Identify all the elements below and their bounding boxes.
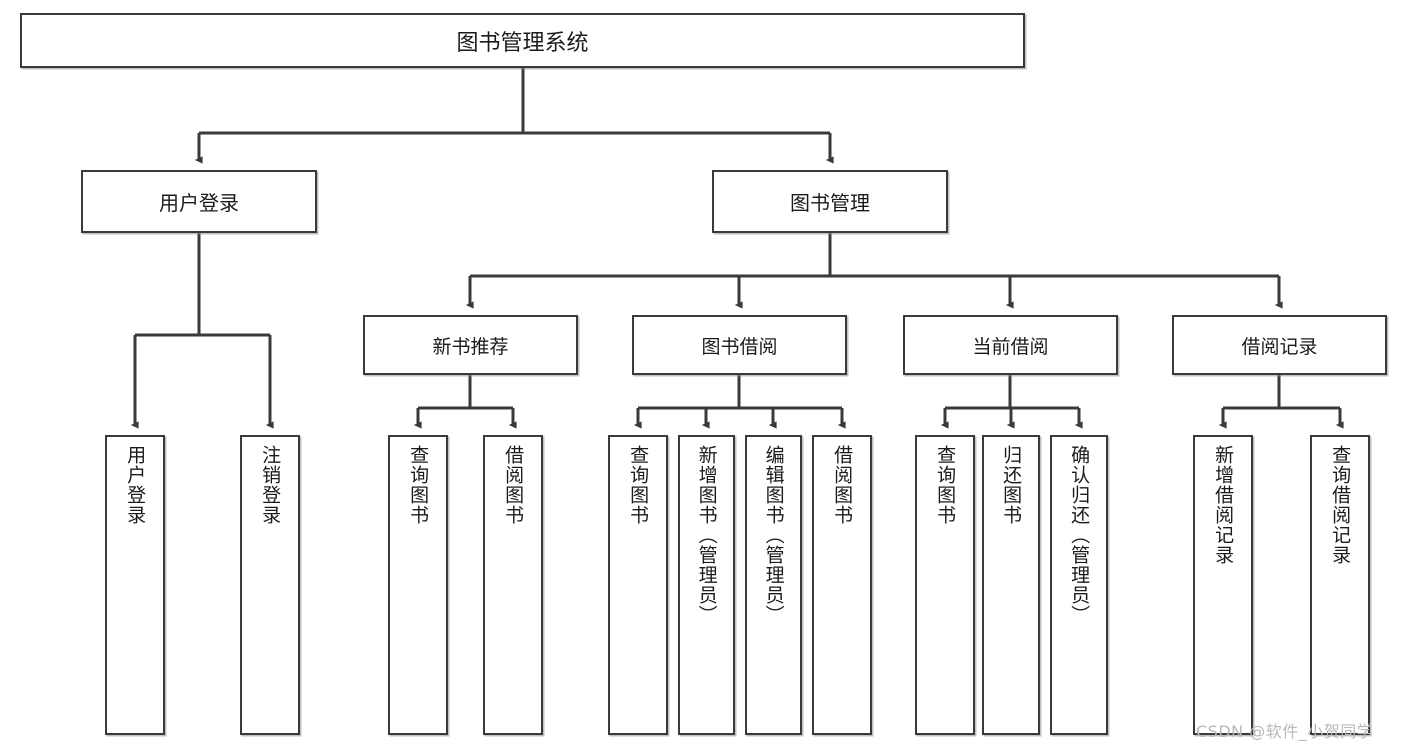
leaf-query-book-borrow-label: 查询图书: [627, 445, 650, 525]
leaf-user-login[interactable]: 用户登录: [105, 435, 165, 735]
node-user-login[interactable]: 用户登录: [81, 170, 317, 233]
leaf-edit-book-admin-label: 编辑图书（管理员）: [762, 445, 785, 625]
leaf-user-login-label: 用户登录: [124, 445, 147, 525]
node-user-login-label: 用户登录: [159, 191, 239, 215]
node-current-borrow-label: 当前借阅: [972, 335, 1049, 358]
node-current-borrow[interactable]: 当前借阅: [903, 315, 1118, 375]
leaf-query-book-recommend[interactable]: 查询图书: [388, 435, 448, 735]
leaf-query-book-current[interactable]: 查询图书: [915, 435, 975, 735]
leaf-query-book-borrow[interactable]: 查询图书: [608, 435, 668, 735]
leaf-query-book-recommend-label: 查询图书: [407, 445, 430, 525]
leaf-borrow-book-recommend[interactable]: 借阅图书: [483, 435, 543, 735]
leaf-edit-book-admin[interactable]: 编辑图书（管理员）: [745, 435, 802, 735]
node-book-management-label: 图书管理: [790, 191, 870, 215]
leaf-query-borrow-record[interactable]: 查询借阅记录: [1310, 435, 1370, 735]
watermark-text: CSDN @软件_小贺同学: [1196, 722, 1374, 741]
node-borrow-record-label: 借阅记录: [1241, 335, 1318, 358]
leaf-add-book-admin-label: 新增图书（管理员）: [695, 445, 718, 625]
leaf-return-book-label: 归还图书: [1000, 445, 1023, 525]
node-book-borrow[interactable]: 图书借阅: [632, 315, 847, 375]
node-book-borrow-label: 图书借阅: [701, 335, 778, 358]
leaf-confirm-return-admin[interactable]: 确认归还（管理员）: [1050, 435, 1108, 735]
node-root-label: 图书管理系统: [456, 30, 589, 56]
node-new-book-recommend[interactable]: 新书推荐: [363, 315, 578, 375]
node-new-book-recommend-label: 新书推荐: [432, 335, 509, 358]
leaf-confirm-return-admin-label: 确认归还（管理员）: [1068, 445, 1091, 625]
node-borrow-record[interactable]: 借阅记录: [1172, 315, 1387, 375]
node-root-system[interactable]: 图书管理系统: [20, 13, 1025, 68]
leaf-borrow-book-recommend-label: 借阅图书: [502, 445, 525, 525]
leaf-borrow-book[interactable]: 借阅图书: [812, 435, 872, 735]
leaf-add-borrow-record[interactable]: 新增借阅记录: [1193, 435, 1253, 735]
leaf-borrow-book-label: 借阅图书: [831, 445, 854, 525]
leaf-return-book[interactable]: 归还图书: [982, 435, 1040, 735]
leaf-user-logout[interactable]: 注销登录: [240, 435, 300, 735]
node-book-management[interactable]: 图书管理: [712, 170, 948, 233]
leaf-query-book-current-label: 查询图书: [934, 445, 957, 525]
leaf-user-logout-label: 注销登录: [259, 445, 282, 525]
leaf-add-book-admin[interactable]: 新增图书（管理员）: [678, 435, 735, 735]
leaf-add-borrow-record-label: 新增借阅记录: [1212, 445, 1235, 565]
leaf-query-borrow-record-label: 查询借阅记录: [1329, 445, 1352, 565]
